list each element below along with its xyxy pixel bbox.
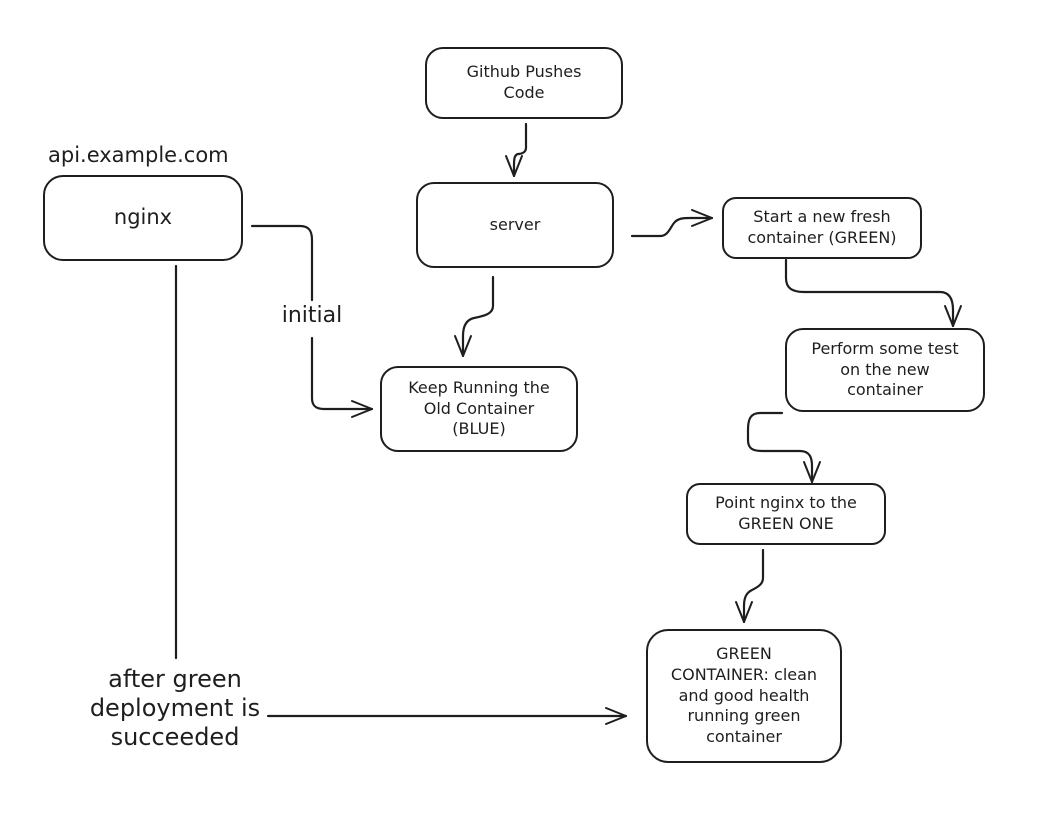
node-github-label: Github Pushes Code: [466, 62, 582, 102]
edge-label-initial: initial: [266, 303, 358, 330]
node-nginx[interactable]: nginx: [43, 175, 243, 261]
node-server[interactable]: server: [416, 182, 614, 268]
node-point-nginx-label: Point nginx to the GREEN ONE: [715, 493, 857, 533]
node-green-container-label: GREEN CONTAINER: clean and good health r…: [670, 644, 818, 747]
node-point-nginx[interactable]: Point nginx to the GREEN ONE: [686, 483, 886, 545]
edge-server-to-start-green: [630, 209, 714, 238]
edge-github-to-server: [505, 122, 528, 178]
node-nginx-label: nginx: [113, 205, 173, 230]
node-keep-blue-label: Keep Running the Old Container (BLUE): [408, 377, 550, 439]
node-perform-test[interactable]: Perform some test on the new container: [785, 328, 985, 412]
node-server-label: server: [489, 214, 541, 234]
node-keep-blue[interactable]: Keep Running the Old Container (BLUE): [380, 366, 578, 452]
edge-nginx-to-keep-blue-lower: [310, 336, 374, 418]
edge-label-after-green: after green deployment is succeeded: [89, 665, 261, 751]
edge-start-green-to-perform-test: [784, 258, 962, 328]
edge-perform-test-to-point-nginx: [746, 411, 821, 484]
node-start-green[interactable]: Start a new fresh container (GREEN): [722, 197, 922, 259]
edge-point-nginx-to-green-container: [735, 548, 765, 624]
node-perform-test-label: Perform some test on the new container: [811, 338, 959, 400]
node-github-pushes-code[interactable]: Github Pushes Code: [425, 47, 623, 119]
domain-label: api.example.com: [48, 143, 229, 167]
node-green-container[interactable]: GREEN CONTAINER: clean and good health r…: [646, 629, 842, 763]
node-start-green-label: Start a new fresh container (GREEN): [747, 207, 897, 247]
edge-nginx-to-keep-blue: [250, 224, 314, 302]
edge-server-to-keep-blue: [454, 275, 495, 358]
